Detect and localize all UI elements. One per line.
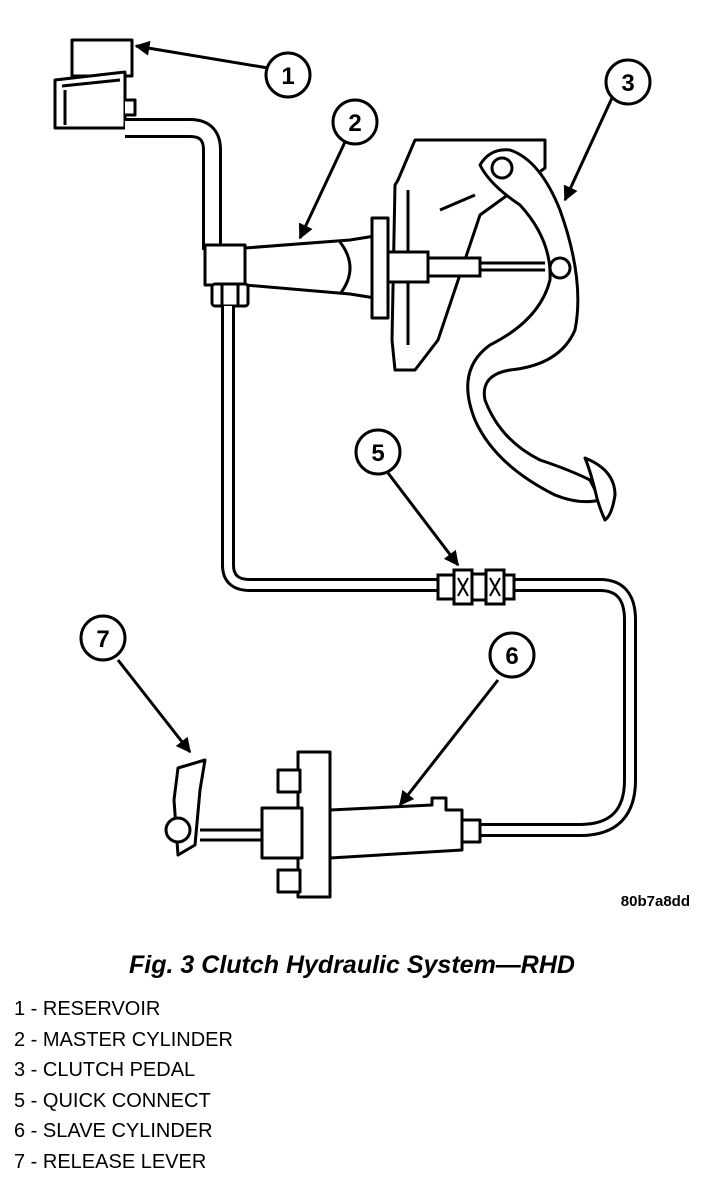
svg-text:2: 2 xyxy=(348,110,361,137)
callout-1: 1 xyxy=(264,51,312,99)
svg-text:5: 5 xyxy=(371,440,384,467)
slave-cylinder xyxy=(200,750,482,899)
legend-item-reservoir: 1 - RESERVOIR xyxy=(14,998,161,1020)
svg-text:6: 6 xyxy=(505,643,518,670)
legend-item-release-lever: 7 - RELEASE LEVER xyxy=(14,1150,207,1173)
hydraulic-line xyxy=(221,306,637,837)
reservoir-hose xyxy=(125,118,222,250)
figure-id: 80b7a8dd xyxy=(620,893,690,910)
reservoir xyxy=(53,38,137,130)
master-cylinder xyxy=(203,216,390,320)
clutch-hydraulic-diagram: 1 2 3 5 6 7 xyxy=(53,38,652,899)
legend-item-master-cylinder: 2 - MASTER CYLINDER xyxy=(14,1028,233,1051)
release-lever xyxy=(164,758,207,857)
figure-caption: Fig. 3 Clutch Hydraulic System—RHD xyxy=(129,951,575,979)
legend-item-clutch-pedal: 3 - CLUTCH PEDAL xyxy=(14,1059,196,1082)
callout-3: 3 xyxy=(604,58,652,106)
legend-item-slave-cylinder: 6 - SLAVE CYLINDER xyxy=(14,1120,213,1143)
callout-2: 2 xyxy=(331,98,379,146)
callout-6: 6 xyxy=(488,631,536,679)
quick-connect xyxy=(436,568,516,606)
callout-7: 7 xyxy=(79,614,127,662)
push-rod xyxy=(386,250,545,284)
legend-item-quick-connect: 5 - QUICK CONNECT xyxy=(14,1089,211,1112)
svg-text:1: 1 xyxy=(281,63,294,90)
callout-5: 5 xyxy=(354,428,402,476)
svg-text:7: 7 xyxy=(96,626,109,653)
clutch-pedal xyxy=(466,148,617,522)
legend-list: 1 - RESERVOIR 2 - MASTER CYLINDER 3 - CL… xyxy=(14,994,233,1178)
leader-arrows xyxy=(116,40,614,807)
svg-text:3: 3 xyxy=(621,70,634,97)
